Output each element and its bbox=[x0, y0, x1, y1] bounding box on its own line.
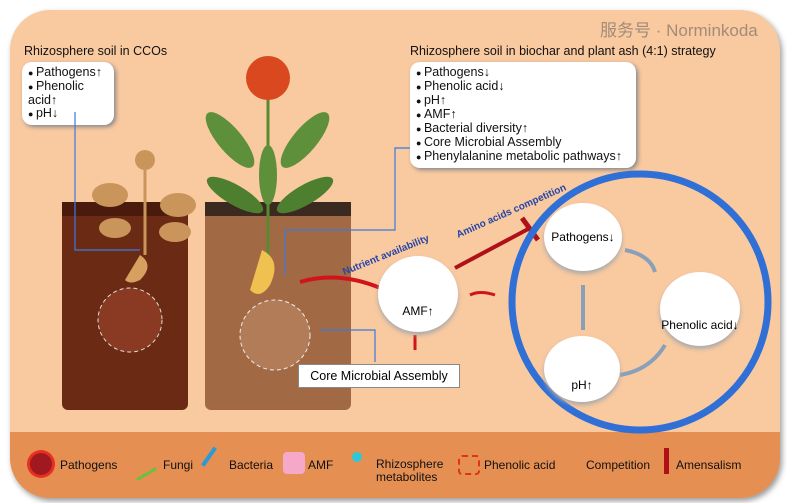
ph-node: pH↑ bbox=[544, 336, 620, 402]
strategy-microbe-zone bbox=[239, 299, 311, 371]
ccos-item: Phenolic acid↑ bbox=[28, 80, 108, 107]
strategy-item: Core Microbial Assembly bbox=[416, 136, 630, 150]
ccos-item: Pathogens↑ bbox=[28, 66, 108, 80]
core-microbial-box: Core Microbial Assembly bbox=[298, 364, 460, 388]
cycle-arrow bbox=[624, 248, 657, 273]
strategy-item: pH↑ bbox=[416, 94, 630, 108]
legend-rhizosphere-metabolites: Rhizosphere metabolites bbox=[376, 457, 444, 484]
ccos-connector bbox=[74, 112, 140, 251]
legend-band bbox=[10, 432, 780, 498]
strategy-title: Rhizosphere soil in biochar and plant as… bbox=[410, 44, 716, 58]
pathogen-icon bbox=[30, 453, 52, 475]
legend-amf: AMF bbox=[308, 458, 334, 472]
ccos-box: Pathogens↑ Phenolic acid↑ pH↓ bbox=[22, 62, 114, 125]
strategy-item: Pathogens↓ bbox=[416, 66, 630, 80]
amf-node: AMF↑ bbox=[378, 256, 458, 332]
strategy-connector bbox=[284, 147, 410, 275]
strategy-item: Phenylalanine metabolic pathways↑ bbox=[416, 150, 630, 164]
legend-amensalism: Amensalism bbox=[676, 458, 742, 472]
cycle-arrow bbox=[619, 343, 667, 377]
amf-node-label: AMF↑ bbox=[402, 304, 434, 318]
legend-fungi: Fungi bbox=[163, 458, 194, 472]
ccos-item: pH↓ bbox=[28, 107, 108, 121]
legend-bacteria: Bacteria bbox=[229, 458, 274, 472]
withered-plant-icon bbox=[92, 150, 196, 283]
ccos-soil-top bbox=[62, 202, 188, 216]
amensalism-bar bbox=[519, 216, 541, 242]
metabolites-icon bbox=[352, 452, 362, 462]
ph-node-label: pH↑ bbox=[571, 378, 593, 392]
amf-arrow bbox=[469, 291, 496, 297]
ccos-microbe-zone bbox=[97, 287, 163, 353]
amensalism-icon bbox=[664, 448, 669, 474]
core-connector bbox=[320, 329, 376, 362]
cycle-ring bbox=[508, 170, 772, 434]
ginseng-plant-icon bbox=[205, 56, 334, 294]
strategy-item: AMF↑ bbox=[416, 108, 630, 122]
amf-icon bbox=[283, 452, 305, 474]
amensalism-arrow bbox=[454, 226, 531, 270]
phenolic-node-label: Phenolic acid↓ bbox=[661, 318, 739, 332]
nutrient-arrow bbox=[299, 275, 386, 292]
pathogens-node-label: Pathogens↓ bbox=[551, 230, 615, 244]
phenolic-acid-icon bbox=[458, 455, 480, 475]
strategy-item: Bacterial diversity↑ bbox=[416, 122, 630, 136]
strategy-box: Pathogens↓ Phenolic acid↓ pH↑ AMF↑ Bacte… bbox=[410, 62, 636, 168]
legend-competition: Competition bbox=[586, 458, 651, 472]
phenolic-node: Phenolic acid↓ bbox=[660, 272, 740, 346]
legend-phenolic-acid: Phenolic acid bbox=[484, 458, 556, 472]
ccos-title: Rhizosphere soil in CCOs bbox=[24, 44, 168, 58]
watermark: 服务号 · Norminkoda bbox=[600, 21, 758, 40]
strategy-item: Phenolic acid↓ bbox=[416, 80, 630, 94]
pathogens-node: Pathogens↓ bbox=[544, 203, 622, 271]
legend-pathogens: Pathogens bbox=[60, 458, 118, 472]
